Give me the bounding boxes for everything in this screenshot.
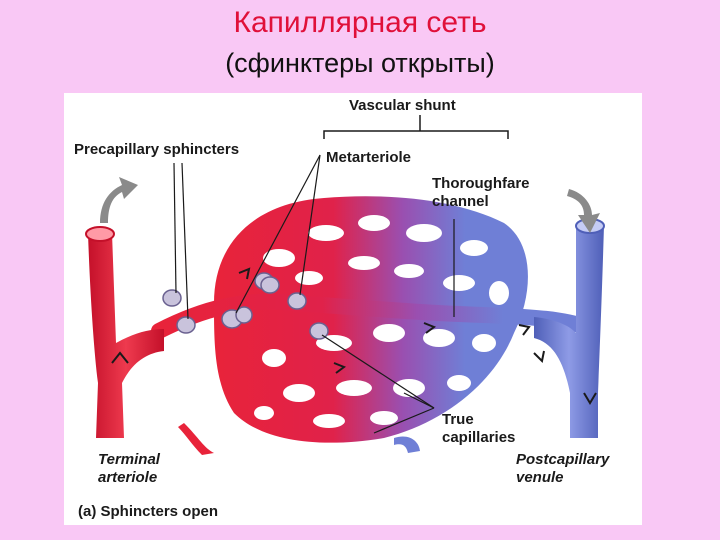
label-thoroughfare-line2: channel: [432, 193, 489, 210]
label-terminal-line2: arteriole: [98, 469, 157, 486]
figure-caption: (a) Sphincters open: [78, 503, 218, 520]
capillary-bed-figure: Vascular shunt Precapillary sphincters M…: [64, 93, 642, 525]
label-precapillary-sphincters: Precapillary sphincters: [74, 141, 239, 158]
label-true-line1: True: [442, 411, 474, 428]
vascular-shunt-bracket: [324, 115, 508, 139]
label-postcapillary-line1: Postcapillary: [516, 451, 609, 468]
inflow-arrow-icon: [100, 177, 138, 223]
label-postcapillary-line2: venule: [516, 469, 564, 486]
label-thoroughfare-line1: Thoroughfare: [432, 175, 530, 192]
label-metarteriole: Metarteriole: [326, 149, 411, 166]
label-true-line2: capillaries: [442, 429, 515, 446]
terminal-arteriole: [86, 227, 214, 455]
label-terminal-line1: Terminal: [98, 451, 160, 468]
slide-subtitle: (сфинктеры открыты): [0, 48, 720, 79]
slide-title: Капиллярная сеть: [0, 6, 720, 40]
label-vascular-shunt: Vascular shunt: [349, 97, 456, 114]
